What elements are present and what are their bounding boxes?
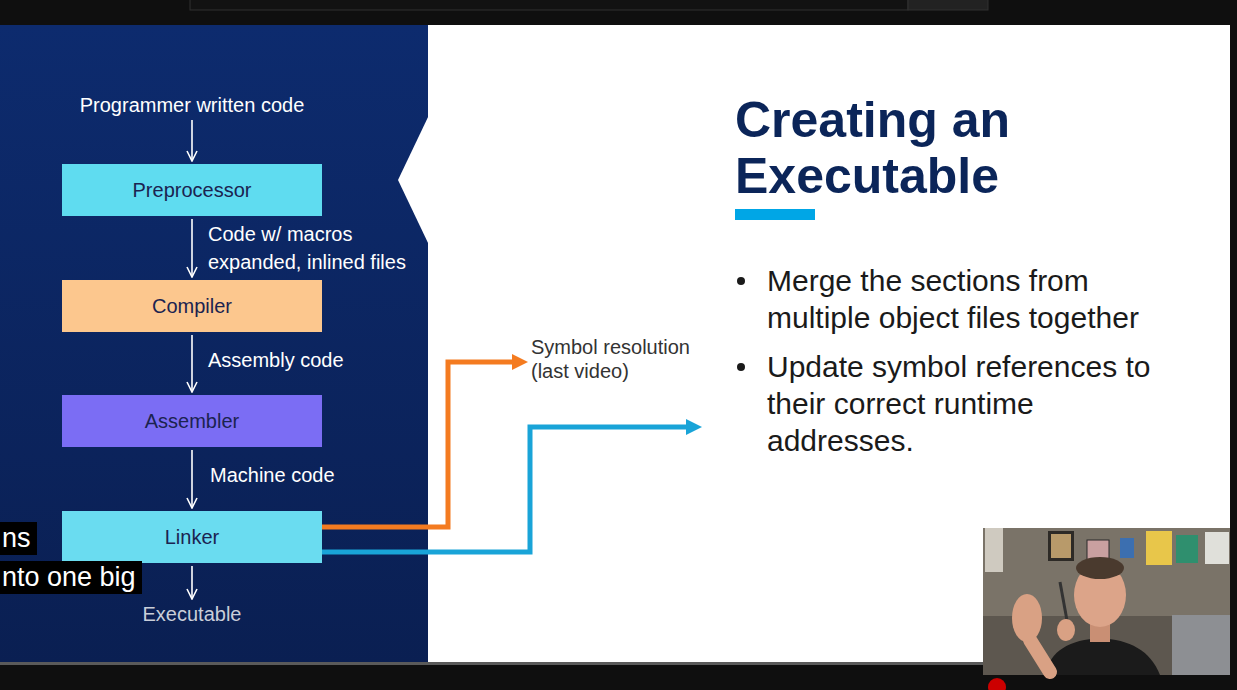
flow-arrow [191, 450, 193, 508]
node-text: Preprocessor [133, 178, 252, 202]
flow-arrow [191, 335, 193, 392]
process-box: Preprocessor [62, 164, 322, 216]
bullet-text: Merge the sections from multiple object … [767, 262, 1167, 336]
hand [1057, 619, 1075, 641]
edge-label: Code w/ macros expanded, inlined files [208, 220, 423, 276]
node-text: Linker [165, 525, 219, 549]
webcam-inset [983, 528, 1230, 675]
picture-frame [1120, 538, 1134, 558]
hair [1076, 557, 1124, 579]
arm [1030, 640, 1050, 672]
bullet-text: Update symbol references to their correc… [767, 348, 1167, 459]
poster [1176, 535, 1198, 563]
edge-label: Assembly code [208, 346, 408, 374]
edge-label: Machine code [210, 461, 410, 489]
node-text: Programmer written code [62, 93, 322, 117]
channel-logo [988, 678, 1006, 690]
source-text: Programmer written code [62, 93, 322, 117]
node-text: Assembler [145, 409, 239, 433]
flow-arrow [191, 219, 193, 277]
output-text: Executable [62, 602, 322, 626]
shirt [1045, 638, 1160, 675]
bullet-list: Merge the sections from multiple object … [705, 262, 1185, 471]
callout-note: Symbol resolution (last video) [531, 335, 709, 383]
node-text: Executable [62, 602, 322, 626]
search-bar [190, 0, 908, 10]
arrow-connector [322, 362, 518, 527]
process-box: Assembler [62, 395, 322, 447]
navy-panel [0, 25, 430, 665]
title-underline [735, 209, 815, 220]
node-text: Symbol resolution (last video) [531, 335, 709, 383]
lamp [985, 528, 1003, 572]
subtitle-caption: ns [0, 522, 37, 555]
panel-notch [398, 115, 429, 245]
process-box: Linker [62, 511, 322, 563]
hand [1012, 594, 1042, 642]
flow-arrow [191, 120, 193, 161]
picture-frame [1048, 531, 1074, 561]
arrow-connector [322, 427, 692, 552]
poster [1146, 531, 1172, 565]
webcam-ground [983, 528, 1230, 675]
white-panel [428, 25, 1230, 665]
node-text: Compiler [152, 294, 232, 318]
subtitle-caption: nto one big [0, 561, 142, 594]
slide-title: Creating an Executable [735, 92, 1065, 204]
picture [1051, 534, 1071, 558]
search-button [908, 0, 988, 10]
couch [1172, 615, 1230, 675]
process-box: Compiler [62, 280, 322, 332]
flow-arrow [191, 566, 193, 599]
poster [1205, 532, 1229, 564]
